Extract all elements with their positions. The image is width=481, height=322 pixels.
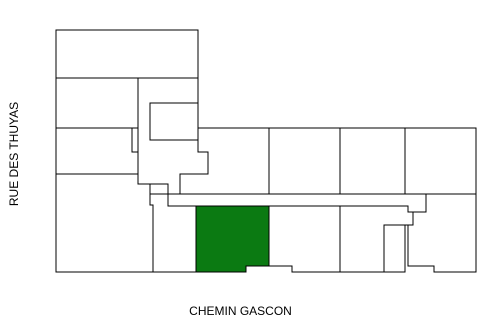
lot-northwest[interactable] — [55, 29, 199, 79]
lot-north-3[interactable] — [339, 127, 406, 195]
lot-west-4[interactable] — [55, 173, 154, 273]
lot-south-east[interactable] — [407, 193, 477, 273]
lot-south-small[interactable] — [383, 224, 406, 273]
lot-west-2[interactable] — [55, 77, 139, 129]
lot-south-1[interactable] — [268, 205, 341, 273]
lot-selected[interactable] — [195, 205, 270, 273]
lot-center-b[interactable] — [149, 102, 199, 141]
street-label-west: RUE DES THUYAS — [7, 101, 21, 207]
lot-north-2[interactable] — [268, 127, 341, 195]
lot-center-c[interactable] — [149, 193, 197, 273]
lot-north-4[interactable] — [404, 127, 477, 195]
street-label-south: CHEMIN GASCON — [189, 304, 292, 318]
lot-west-3[interactable] — [55, 127, 139, 175]
